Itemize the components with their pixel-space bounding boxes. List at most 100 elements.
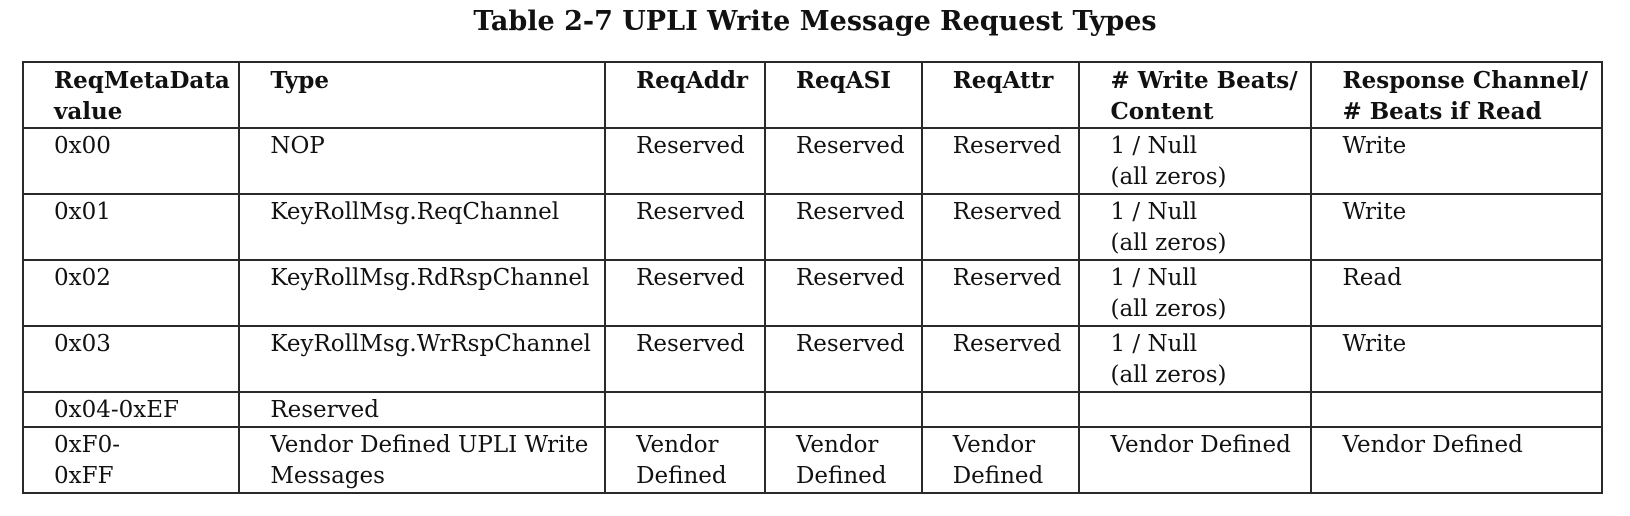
cell-reqasi: Reserved xyxy=(763,193,923,261)
cell-text: Reserved xyxy=(636,133,745,159)
cell-text: 0x01 xyxy=(54,199,111,225)
cell-type: Vendor Defined UPLI Write Messages xyxy=(238,426,607,494)
cell-reqasi: Vendor Defined xyxy=(763,426,923,494)
cell-text: Vendor Defined UPLI Write xyxy=(270,432,589,458)
cell-reqattr: Reserved xyxy=(920,259,1081,327)
cell-reqmetadata-value: 0x00 xyxy=(21,127,241,195)
cell-text: Reserved xyxy=(270,397,379,423)
cell-response-channel: Read xyxy=(1310,259,1603,327)
header-line: ReqASI xyxy=(795,67,891,94)
header-reqmetadata-value: ReqMetaData value xyxy=(21,61,241,129)
cell-text: Reserved xyxy=(795,331,905,357)
cell-text: 1 / Null xyxy=(1110,133,1198,159)
table-row: 0x00 NOP Reserved Reserved Reserved 1 / … xyxy=(21,127,1603,195)
cell-text: (all zeros) xyxy=(1110,164,1227,190)
cell-text: Vendor Defined xyxy=(1342,432,1523,458)
header-write-beats-content: # Write Beats/ Content xyxy=(1078,61,1313,129)
cell-reqmetadata-value: 0xF0- 0xFF xyxy=(21,426,241,494)
header-reqaddr: ReqAddr xyxy=(604,61,766,129)
header-line: Content xyxy=(1110,98,1214,125)
cell-reqaddr: Reserved xyxy=(604,127,766,195)
cell-reqasi: Reserved xyxy=(763,127,923,195)
cell-reqaddr xyxy=(604,391,766,428)
cell-text: Vendor xyxy=(952,432,1036,458)
header-line: Type xyxy=(270,67,329,94)
cell-reqmetadata-value: 0x02 xyxy=(21,259,241,327)
cell-text: 0x04-0xEF xyxy=(54,397,179,423)
cell-reqattr: Reserved xyxy=(920,127,1081,195)
cell-text: Vendor Defined xyxy=(1110,432,1291,458)
cell-text: NOP xyxy=(270,133,325,159)
header-line: value xyxy=(54,98,123,125)
cell-reqaddr: Vendor Defined xyxy=(604,426,766,494)
cell-text: KeyRollMsg.RdRspChannel xyxy=(270,265,590,291)
header-reqattr: ReqAttr xyxy=(920,61,1081,129)
cell-text: Reserved xyxy=(795,265,905,291)
cell-reqattr: Reserved xyxy=(920,325,1081,393)
cell-text: Reserved xyxy=(636,199,745,225)
cell-reqasi: Reserved xyxy=(763,325,923,393)
cell-text: Reserved xyxy=(952,199,1062,225)
header-line: ReqAttr xyxy=(952,67,1054,94)
cell-text: KeyRollMsg.WrRspChannel xyxy=(270,331,591,357)
cell-text: Defined xyxy=(795,463,887,489)
cell-response-channel: Write xyxy=(1310,325,1603,393)
cell-type: NOP xyxy=(238,127,607,195)
cell-reqaddr: Reserved xyxy=(604,259,766,327)
cell-write-beats: 1 / Null (all zeros) xyxy=(1078,127,1313,195)
cell-text: (all zeros) xyxy=(1110,296,1227,322)
cell-reqattr: Vendor Defined xyxy=(920,426,1081,494)
cell-write-beats: Vendor Defined xyxy=(1078,426,1313,494)
cell-text: 1 / Null xyxy=(1110,265,1198,291)
table-row: 0x02 KeyRollMsg.RdRspChannel Reserved Re… xyxy=(21,259,1603,327)
cell-text: (all zeros) xyxy=(1110,362,1227,388)
header-line: ReqAddr xyxy=(636,67,749,94)
header-line: Response Channel/ xyxy=(1342,67,1589,94)
cell-text: Vendor xyxy=(795,432,879,458)
cell-write-beats xyxy=(1078,391,1313,428)
table-row: 0x03 KeyRollMsg.WrRspChannel Reserved Re… xyxy=(21,325,1603,393)
request-types-table: ReqMetaData value Type ReqAddr ReqASI Re… xyxy=(21,61,1603,494)
cell-reqasi xyxy=(763,391,923,428)
cell-reqmetadata-value: 0x01 xyxy=(21,193,241,261)
cell-type: KeyRollMsg.WrRspChannel xyxy=(238,325,607,393)
cell-text: Reserved xyxy=(952,133,1062,159)
cell-text: KeyRollMsg.ReqChannel xyxy=(270,199,560,225)
cell-text: Messages xyxy=(270,463,385,489)
cell-reqmetadata-value: 0x03 xyxy=(21,325,241,393)
cell-type: KeyRollMsg.ReqChannel xyxy=(238,193,607,261)
table-row: 0x01 KeyRollMsg.ReqChannel Reserved Rese… xyxy=(21,193,1603,261)
cell-text: (all zeros) xyxy=(1110,230,1227,256)
cell-response-channel xyxy=(1310,391,1603,428)
cell-text: Reserved xyxy=(636,331,745,357)
cell-text: Defined xyxy=(952,463,1044,489)
cell-text: 0xFF xyxy=(54,463,114,489)
cell-reqmetadata-value: 0x04-0xEF xyxy=(21,391,241,428)
table-row: 0xF0- 0xFF Vendor Defined UPLI Write Mes… xyxy=(21,426,1603,494)
header-line: # Beats if Read xyxy=(1342,98,1542,125)
cell-type: Reserved xyxy=(238,391,607,428)
table-row: 0x04-0xEF Reserved xyxy=(21,391,1603,428)
cell-response-channel: Write xyxy=(1310,127,1603,195)
cell-text: 0x00 xyxy=(54,133,111,159)
cell-text: 1 / Null xyxy=(1110,331,1198,357)
table-caption: Table 2-7 UPLI Write Message Request Typ… xyxy=(473,6,1157,37)
cell-write-beats: 1 / Null (all zeros) xyxy=(1078,325,1313,393)
cell-text: 0x02 xyxy=(54,265,111,291)
cell-write-beats: 1 / Null (all zeros) xyxy=(1078,193,1313,261)
cell-text: Defined xyxy=(636,463,727,489)
cell-text: Reserved xyxy=(952,265,1062,291)
cell-response-channel: Vendor Defined xyxy=(1310,426,1603,494)
header-line: # Write Beats/ xyxy=(1110,67,1298,94)
cell-text: Reserved xyxy=(795,133,905,159)
cell-type: KeyRollMsg.RdRspChannel xyxy=(238,259,607,327)
cell-response-channel: Write xyxy=(1310,193,1603,261)
cell-text: Read xyxy=(1342,265,1402,291)
cell-text: Reserved xyxy=(952,331,1062,357)
cell-text: Reserved xyxy=(636,265,745,291)
cell-text: Write xyxy=(1342,199,1407,225)
cell-text: 0xF0- xyxy=(54,432,120,458)
header-reqasi: ReqASI xyxy=(763,61,923,129)
cell-reqasi: Reserved xyxy=(763,259,923,327)
cell-text: Write xyxy=(1342,133,1407,159)
